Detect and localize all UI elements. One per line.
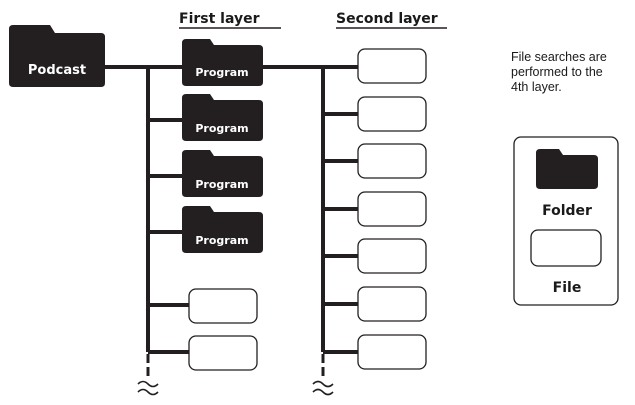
first-layer-file-icon bbox=[188, 335, 258, 371]
podcast-folder: Podcast bbox=[9, 25, 105, 87]
program-folder-label: Program bbox=[195, 122, 248, 135]
first-layer-folder: Program bbox=[182, 94, 263, 141]
program-folder-label: Program bbox=[195, 178, 248, 191]
legend-folder-label: Folder bbox=[542, 203, 592, 219]
second-layer-file-icon bbox=[357, 96, 427, 132]
second-layer-file-icon bbox=[357, 286, 427, 322]
first-layer-heading: First layer bbox=[179, 11, 260, 27]
second-layer-file-icon bbox=[357, 191, 427, 227]
legend-file-label: File bbox=[553, 280, 582, 296]
folder-icon bbox=[9, 25, 105, 87]
connector-lines bbox=[105, 65, 358, 376]
second-layer-file-icon bbox=[357, 238, 427, 274]
folder-icon bbox=[182, 206, 263, 253]
note-line: performed to the bbox=[511, 65, 603, 79]
second-layer-file-icon bbox=[357, 48, 427, 84]
second-layer-file-icon bbox=[357, 143, 427, 179]
note-line: 4th layer. bbox=[511, 80, 562, 94]
legend: Folder File bbox=[513, 136, 619, 306]
continuation-break-icon bbox=[137, 380, 159, 388]
continuation-break-icon bbox=[312, 380, 334, 388]
folder-icon bbox=[182, 150, 263, 197]
first-layer-folder: Program bbox=[182, 150, 263, 197]
search-depth-note: File searches are performed to the 4th l… bbox=[511, 50, 607, 94]
continuation-break-icon bbox=[312, 388, 334, 396]
first-layer-folder: Program bbox=[182, 39, 263, 86]
first-layer-file-icon bbox=[188, 288, 258, 324]
program-folder-label: Program bbox=[195, 234, 248, 247]
second-layer-heading: Second layer bbox=[336, 11, 438, 27]
second-layer-file-icon bbox=[357, 334, 427, 370]
podcast-folder-label: Podcast bbox=[28, 63, 86, 78]
note-line: File searches are bbox=[511, 50, 607, 64]
program-folder-label: Program bbox=[195, 66, 248, 79]
continuation-break-icon bbox=[137, 388, 159, 396]
folder-icon bbox=[182, 94, 263, 141]
first-layer-folder: Program bbox=[182, 206, 263, 253]
legend-file-icon bbox=[530, 229, 602, 267]
folder-icon bbox=[182, 39, 263, 86]
legend-folder-icon bbox=[536, 149, 598, 189]
